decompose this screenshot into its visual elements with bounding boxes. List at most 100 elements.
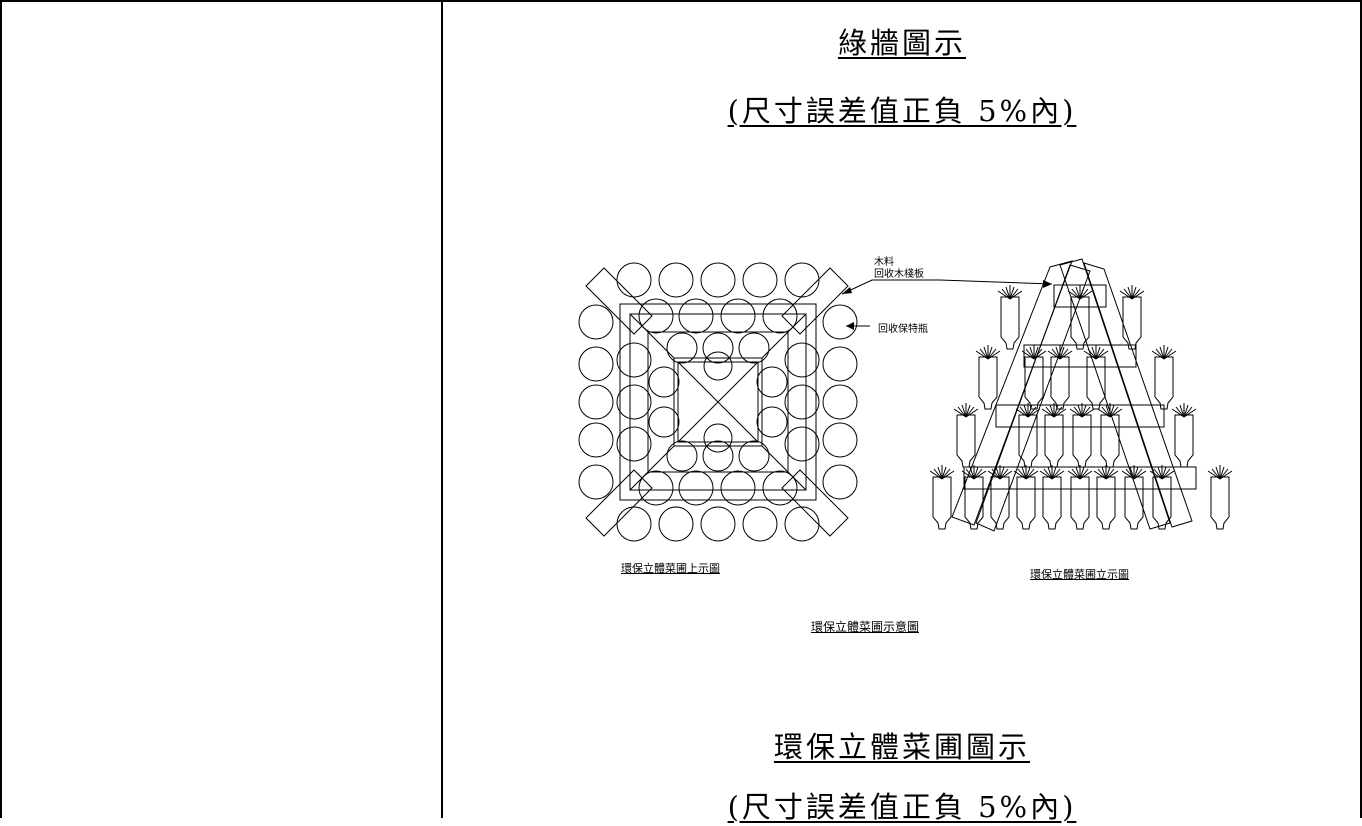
caption-elevation: 環保立體菜圃立示圖: [1030, 568, 1129, 581]
plant-leaf: [1051, 466, 1057, 480]
plant-leaf: [1047, 350, 1061, 360]
green-wall-title: 綠牆圖示: [837, 26, 966, 60]
bottle-circle: [822, 346, 858, 382]
diagonal-board: [761, 313, 807, 359]
bottle-circle: [702, 332, 734, 364]
plant-leaf: [1001, 288, 1011, 300]
bottle-circle: [762, 298, 798, 334]
plant-leaf: [1051, 348, 1061, 360]
inner-frame: [677, 361, 759, 443]
plant-leaf: [1105, 466, 1111, 480]
bottle-circle: [578, 384, 614, 420]
bottle-circle: [738, 332, 770, 364]
plant-leaf: [1109, 404, 1115, 418]
plant-leaf: [1095, 348, 1105, 360]
plant-leaf: [1095, 346, 1101, 360]
plant-leaf: [929, 470, 943, 480]
plant-leaf: [965, 408, 979, 418]
bottle-circle: [756, 406, 788, 438]
bottle: [1050, 356, 1070, 410]
bottle: [964, 476, 984, 530]
bottle-circle: [666, 332, 698, 364]
plant-leaf: [1215, 466, 1221, 480]
plant-leaf: [1051, 468, 1061, 480]
plant-leaf: [1101, 406, 1111, 418]
plant-leaf: [1133, 468, 1143, 480]
annotation-arrows: [841, 279, 1053, 330]
plant-leaf: [1033, 350, 1047, 360]
bottle: [956, 414, 976, 468]
diagonal-board: [761, 445, 807, 491]
bottle-circle: [616, 426, 652, 462]
plant-leaf: [1075, 286, 1081, 300]
plant-leaf: [1025, 468, 1035, 480]
plant-leaf: [1219, 470, 1233, 480]
plant-leaf: [1183, 406, 1193, 418]
plant-leaf: [1009, 288, 1019, 300]
plant-leaf: [1097, 408, 1111, 418]
green-wall-tolerance: (尺寸誤差值正負 5%內): [727, 94, 1077, 128]
plant-leaf: [1155, 348, 1165, 360]
plant-leaf: [1105, 404, 1111, 418]
plant-leaf: [1219, 468, 1229, 480]
bottle: [1086, 356, 1106, 410]
bottle: [1096, 476, 1116, 530]
plant-leaf: [1023, 404, 1029, 418]
plant-leaf: [1101, 466, 1107, 480]
plant-leaf: [1025, 348, 1035, 360]
label-pallet: 回收木棧板: [874, 269, 924, 280]
crossbar: [995, 404, 1165, 428]
plant-leaf: [1015, 408, 1029, 418]
bottle-circle: [822, 384, 858, 420]
bottle: [1072, 414, 1092, 468]
rail-right-outer: [1083, 262, 1193, 528]
corner-board: [781, 267, 849, 335]
bottle-circle: [738, 440, 770, 472]
bottle: [1024, 356, 1044, 410]
plant-leaf: [1131, 286, 1137, 300]
plant-leaf: [1071, 288, 1081, 300]
corner-board: [781, 469, 849, 537]
bottle-circle: [648, 366, 680, 398]
plant-leaf: [1127, 286, 1133, 300]
plant-leaf: [933, 468, 943, 480]
plant-leaf: [941, 470, 955, 480]
plant-leaf: [1093, 470, 1107, 480]
bottle-circle: [784, 506, 820, 542]
bottle-circle: [578, 304, 614, 340]
outer-frame: [619, 303, 817, 501]
bottle-circle: [658, 506, 694, 542]
bottle-circle: [784, 342, 820, 378]
plant-leaf: [1027, 406, 1037, 418]
plant-leaf: [1053, 404, 1059, 418]
plant-leaf: [1119, 290, 1133, 300]
bottle: [1000, 296, 1020, 350]
plant-leaf: [1009, 286, 1015, 300]
plant-leaf: [975, 350, 989, 360]
plant-leaf: [965, 468, 975, 480]
bottle-circle: [578, 422, 614, 458]
plant-leaf: [965, 406, 975, 418]
plant-leaf: [1151, 350, 1165, 360]
plant-leaf: [1163, 350, 1177, 360]
plant-leaf: [1029, 346, 1035, 360]
plant-leaf: [1161, 468, 1171, 480]
plant-leaf: [1133, 470, 1147, 480]
bottle-circle: [742, 262, 778, 298]
bottle: [1016, 476, 1036, 530]
crossbar: [1023, 344, 1137, 368]
corner-board: [585, 469, 653, 537]
plant-leaf: [1129, 466, 1135, 480]
plant-leaf: [1025, 470, 1039, 480]
plant-leaf: [999, 470, 1013, 480]
plant-leaf: [1067, 290, 1081, 300]
plant-leaf: [991, 468, 1001, 480]
plant-leaf: [1067, 470, 1081, 480]
bottle-circle: [638, 298, 674, 334]
bottle-circle: [756, 366, 788, 398]
plant-leaf: [995, 466, 1001, 480]
plant-leaf: [1171, 408, 1185, 418]
plant-leaf: [1021, 350, 1035, 360]
bottle-circle: [720, 470, 756, 506]
plant-leaf: [1053, 408, 1067, 418]
